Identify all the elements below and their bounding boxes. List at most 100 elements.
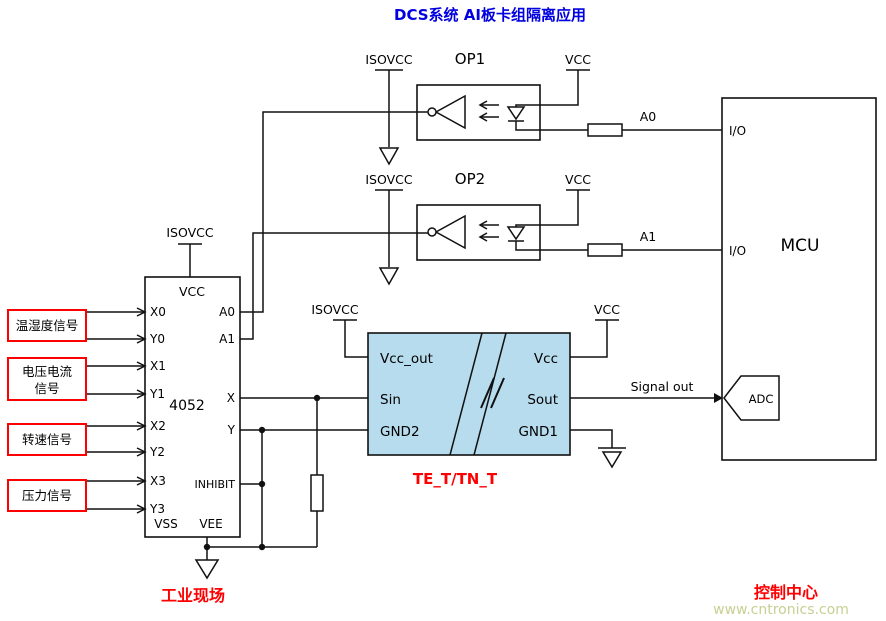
isolation-barrier-line-2 — [473, 332, 507, 456]
pulldown-resistor — [310, 474, 324, 512]
mux-pin-y-label: Y — [227, 423, 236, 437]
isolator-part-label: TE_T/TN_T — [413, 470, 498, 488]
mux-part-label: 4052 — [169, 398, 205, 414]
isolation-slash-2 — [490, 377, 505, 409]
mux-pin-x-label: X — [227, 391, 235, 405]
wire-a0-to-mux — [240, 111, 428, 313]
op1-led-icon — [506, 106, 526, 121]
watermark-text: www.cntronics.com — [713, 602, 849, 618]
input-volt-current-label-line2: 信号 — [34, 381, 59, 396]
input-box-speed — [7, 423, 87, 456]
mux-body — [144, 276, 241, 538]
op1-receiver-triangle-icon — [434, 94, 466, 130]
isolation-slash-1 — [480, 377, 495, 409]
isolator-vcc-label: VCC — [594, 302, 620, 317]
mux-pin-x1-label: X1 — [150, 359, 166, 373]
mux-pin-vss-label: VSS — [154, 517, 177, 531]
input-speed-label: 转速信号 — [22, 432, 72, 447]
op2-vcc-label: VCC — [565, 172, 591, 187]
input-temp-humidity-label: 温湿度信号 — [16, 318, 79, 333]
signal-out-label: Signal out — [631, 379, 694, 394]
op2-receiver-triangle-icon — [434, 214, 466, 250]
mux-pin-x2-label: X2 — [150, 419, 166, 433]
mux-ground-icon — [194, 559, 220, 580]
input1-arrowhead-y0 — [136, 334, 147, 344]
mcu-io-top-label: I/O — [729, 124, 746, 138]
isolation-barrier-line-1 — [449, 332, 483, 456]
mux-pin-a1-label: A1 — [219, 332, 235, 346]
isolator-vcc-wire — [570, 320, 608, 358]
op2-output-wire — [515, 241, 588, 251]
mux-pin-y0-label: Y0 — [149, 332, 165, 346]
junction-dot-inhibit — [258, 480, 266, 488]
mcu-body — [721, 97, 877, 461]
mcu-io-bottom-label: I/O — [729, 244, 746, 258]
isolator-isovcc-wire — [344, 320, 368, 358]
junction-dot-y — [258, 426, 266, 434]
junction-dot-rail-2 — [203, 543, 211, 551]
pin-vcc-label: Vcc — [534, 351, 558, 367]
isolation-module-body — [367, 332, 571, 456]
op2-led-anode-wire — [515, 190, 579, 227]
op1-light-arrowhead-1 — [478, 100, 488, 110]
adc-label: ADC — [749, 392, 774, 406]
pin-gnd1-label: GND1 — [518, 424, 558, 440]
junction-dot-x — [313, 394, 321, 402]
op2-inverter-bubble-icon — [427, 227, 437, 237]
mux-pin-inhibit-label: INHIBIT — [195, 478, 236, 491]
mcu-name-label: MCU — [781, 236, 820, 256]
input-boxes — [7, 309, 87, 512]
signal-out-arrowhead-icon — [714, 393, 723, 403]
junction-layer — [203, 393, 723, 551]
input-pressure-label: 压力信号 — [22, 488, 72, 503]
op1-vcc-label: VCC — [565, 52, 591, 67]
adc-block — [723, 375, 780, 421]
wire-layer — [86, 69, 877, 580]
op2-ground-icon — [378, 267, 400, 286]
op1-inverter-bubble-icon — [427, 107, 437, 117]
input-volt-current-label-line1: 电压电流 — [22, 364, 73, 379]
op2-light-arrowhead-1 — [478, 220, 488, 230]
junction-dot-rail-1 — [258, 543, 266, 551]
op2-led-icon — [506, 226, 526, 241]
op2-light-arrowhead-2 — [478, 232, 488, 242]
mux-pin-a0-label: A0 — [219, 305, 235, 319]
pin-gnd2-label: GND2 — [380, 424, 420, 440]
input-box-volt-current — [7, 357, 87, 401]
input3-arrowhead-x2 — [136, 421, 147, 431]
op1-isovcc-label: ISOVCC — [365, 52, 413, 67]
net-a1-label: A1 — [640, 229, 657, 244]
mux-pin-y3-label: Y3 — [149, 502, 165, 516]
pin-vcc-out-label: Vcc_out — [380, 351, 433, 367]
mux-pin-vee-label: VEE — [199, 517, 222, 531]
input1-arrowhead-x0 — [136, 307, 147, 317]
input2-arrowhead-y1 — [136, 389, 147, 399]
op1-light-arrowhead-2 — [478, 112, 488, 122]
pin-sin-label: Sin — [380, 392, 401, 408]
input4-arrowhead-y3 — [136, 504, 147, 514]
op1-led-anode-wire — [515, 70, 579, 107]
mux-pin-x0-label: X0 — [150, 305, 166, 319]
op2-series-resistor — [587, 243, 623, 257]
op1-series-resistor — [587, 123, 623, 137]
mux-pin-y2-label: Y2 — [149, 445, 165, 459]
gnd1-wire — [570, 429, 613, 448]
text-layer: DCS系统 AI板卡组隔离应用 ISOVCC OP1 VCC A0 I/O IS… — [16, 6, 849, 618]
input-box-pressure — [7, 479, 87, 512]
mux-pin-x3-label: X3 — [150, 474, 166, 488]
wire-a1-to-mux — [240, 232, 428, 340]
op1-output-wire — [515, 121, 588, 131]
mux-isovcc-label: ISOVCC — [166, 225, 214, 240]
net-a0-label: A0 — [640, 109, 657, 124]
op1-ground-icon — [378, 147, 400, 166]
input-box-temp-humidity — [7, 309, 87, 342]
zone-label-industrial-field: 工业现场 — [161, 586, 225, 605]
gnd1-ground-icon — [601, 451, 623, 469]
input3-arrowhead-y2 — [136, 447, 147, 457]
pin-sout-label: Sout — [527, 392, 558, 408]
isolator-isovcc-label: ISOVCC — [311, 302, 359, 317]
input4-arrowhead-x3 — [136, 476, 147, 486]
page-title: DCS系统 AI板卡组隔离应用 — [394, 6, 586, 24]
